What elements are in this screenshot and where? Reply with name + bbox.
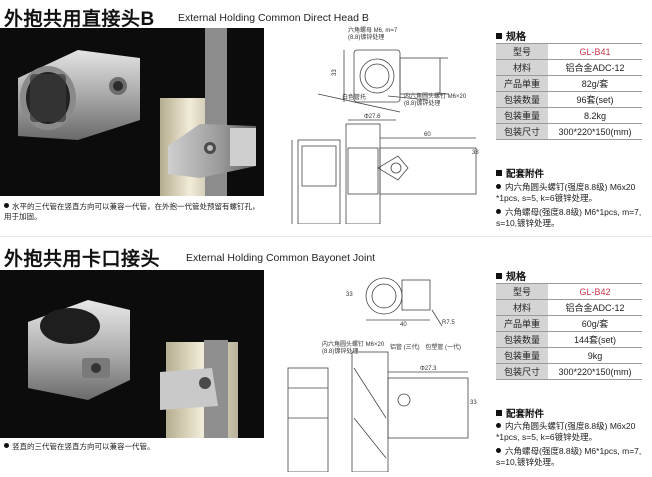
product1-title-cn: 外抱共用直接头B [4,9,155,30]
p1-label-nut-line1: 六角螺母 M6, m=7 [348,28,398,34]
spec-label: 包装数量 [496,331,548,348]
p2-label-screw-line2: (8.8)镀锌处理 [322,349,359,355]
spec-value: 82g/套 [548,75,642,92]
p1-label-nut: 六角螺母 M6, m=7 (8.8)镀锌处理 [348,28,397,42]
p1-acc-header-text: 配套附件 [506,169,545,180]
spec-label: 包装数量 [496,91,548,108]
product1-note-text: 水平的三代管在竖直方向可以兼容一代管，在外抱一代管处预留有螺钉孔，用于加固。 [4,202,260,221]
product1-photo [0,28,264,196]
section-divider [0,236,652,237]
spec-label: 包装重量 [496,107,548,124]
product1-title-en: External Holding Common Direct Head B [178,12,369,24]
p2-spec-header-text: 规格 [506,272,526,283]
spec-label: 型号 [496,43,548,60]
product2-accessory-1: 内六角圆头螺钉(强度8.8级) M6x20 *1pcs, s=5, k=6镀锌处… [496,421,646,443]
spec-value-model: GL-B42 [548,283,642,300]
p1-label-nut-line2: (8.8)镀锌处理 [348,35,385,41]
table-row: 材料铝合金ADC-12 [496,299,642,316]
p2-acc-text-1: 内六角圆头螺钉(强度8.8级) M6x20 *1pcs, s=5, k=6镀锌处… [496,421,636,442]
spec-value: 96套(set) [548,91,642,108]
product2-title-cn: 外抱共用卡口接头 [4,249,161,270]
p2-label-screw: 内六角圆头螺钉 M6×20 (8.8)镀锌处理 [322,342,384,356]
p2-label-screw-line1: 内六角圆头螺钉 M6×20 [322,342,385,348]
p1-dim-33: 33 [332,69,338,76]
product2-spec-header: 规格 [496,268,526,283]
product1-accessory-1: 内六角圆头螺钉(强度8.8级) M6x20 *1pcs, s=5, k=6镀锌处… [496,182,646,204]
p1-label-screw-line1: 内六角圆头螺钉 M6×20 [404,94,467,100]
product1-spec-header: 规格 [496,28,526,43]
spec-value: 8.2kg [548,107,642,124]
p1-dim-27-6: Φ27.6 [364,114,381,120]
spec-label: 材料 [496,299,548,316]
spec-label: 材料 [496,59,548,76]
p2-dim-33: 33 [346,292,353,298]
product2-photo [0,270,264,438]
p2-label-pipe1: 包塑管 (一代) [425,345,462,351]
spec-value: 144套(set) [548,331,642,348]
spec-value: 铝合金ADC-12 [548,59,642,76]
product1-accessories-header: 配套附件 [496,166,544,180]
spec-value: 300*220*150(mm) [548,123,642,140]
p2-dim-r: R7.5 [442,320,455,326]
p2-label-pipes: 铝管 (三代) 包塑管 (一代) [390,342,461,351]
p2-acc-text-2: 六角螺母(强度8.8级) M6*1pcs, m=7, s=10,镀锌处理。 [496,446,642,467]
product1-note: 水平的三代管在竖直方向可以兼容一代管，在外抱一代管处预留有螺钉孔，用于加固。 [4,202,262,222]
spec-value: 铝合金ADC-12 [548,299,642,316]
table-row: 材料铝合金ADC-12 [496,59,642,76]
product2-title-en: External Holding Common Bayonet Joint [186,252,376,264]
p1-dim-38: 38 [472,150,479,156]
spec-label: 包装重量 [496,347,548,364]
product2-accessories-header: 配套附件 [496,406,544,420]
spec-value: 300*220*150(mm) [548,363,642,380]
p1-acc-text-1: 内六角圆头螺钉(强度8.8级) M6x20 *1pcs, s=5, k=6镀锌处… [496,182,636,203]
product2-note: 竖直的三代管在竖直方向可以兼容一代管。 [4,442,262,452]
spec-label: 产品单重 [496,315,548,332]
product2-drawing: 内六角圆头螺钉 M6×20 (8.8)镀锌处理 铝管 (三代) 包塑管 (一代)… [282,268,482,473]
spec-label: 包装尺寸 [496,363,548,380]
product2-accessory-2: 六角螺母(强度8.8级) M6*1pcs, m=7, s=10,镀锌处理。 [496,446,646,468]
spec-value: 9kg [548,347,642,364]
p1-label-screw: 内六角圆头螺钉 M6×20 (8.8)镀锌处理 [404,94,466,108]
product2-note-text: 竖直的三代管在竖直方向可以兼容一代管。 [12,442,155,451]
spec-label: 型号 [496,283,548,300]
p1-label-pipe: 白色管托 [342,95,367,101]
product1-drawing: 33 六角螺母 M6, m=7 (8.8)镀锌处理 白色管托 内六角圆头螺钉 M… [278,28,483,225]
p2-acc-header-text: 配套附件 [506,409,545,420]
p1-spec-header-text: 规格 [506,32,526,43]
p1-label-screw-line2: (8.8)镀锌处理 [404,101,441,107]
p1-dim-60: 60 [424,132,431,138]
spec-label: 包装尺寸 [496,123,548,140]
p2-dim-27-3: Φ27.3 [420,366,437,372]
p2-label-pipe3: 铝管 (三代) [390,345,420,351]
p1-acc-text-2: 六角螺母(强度8.8级) M6*1pcs, m=7, s=10,镀锌处理。 [496,207,642,228]
spec-value: 60g/套 [548,315,642,332]
p2-dim-40: 40 [400,322,407,328]
spec-label: 产品单重 [496,75,548,92]
p2-dim-33b: 33 [470,400,477,406]
product1-accessory-2: 六角螺母(强度8.8级) M6*1pcs, m=7, s=10,镀锌处理。 [496,207,646,229]
spec-value-model: GL-B41 [548,43,642,60]
